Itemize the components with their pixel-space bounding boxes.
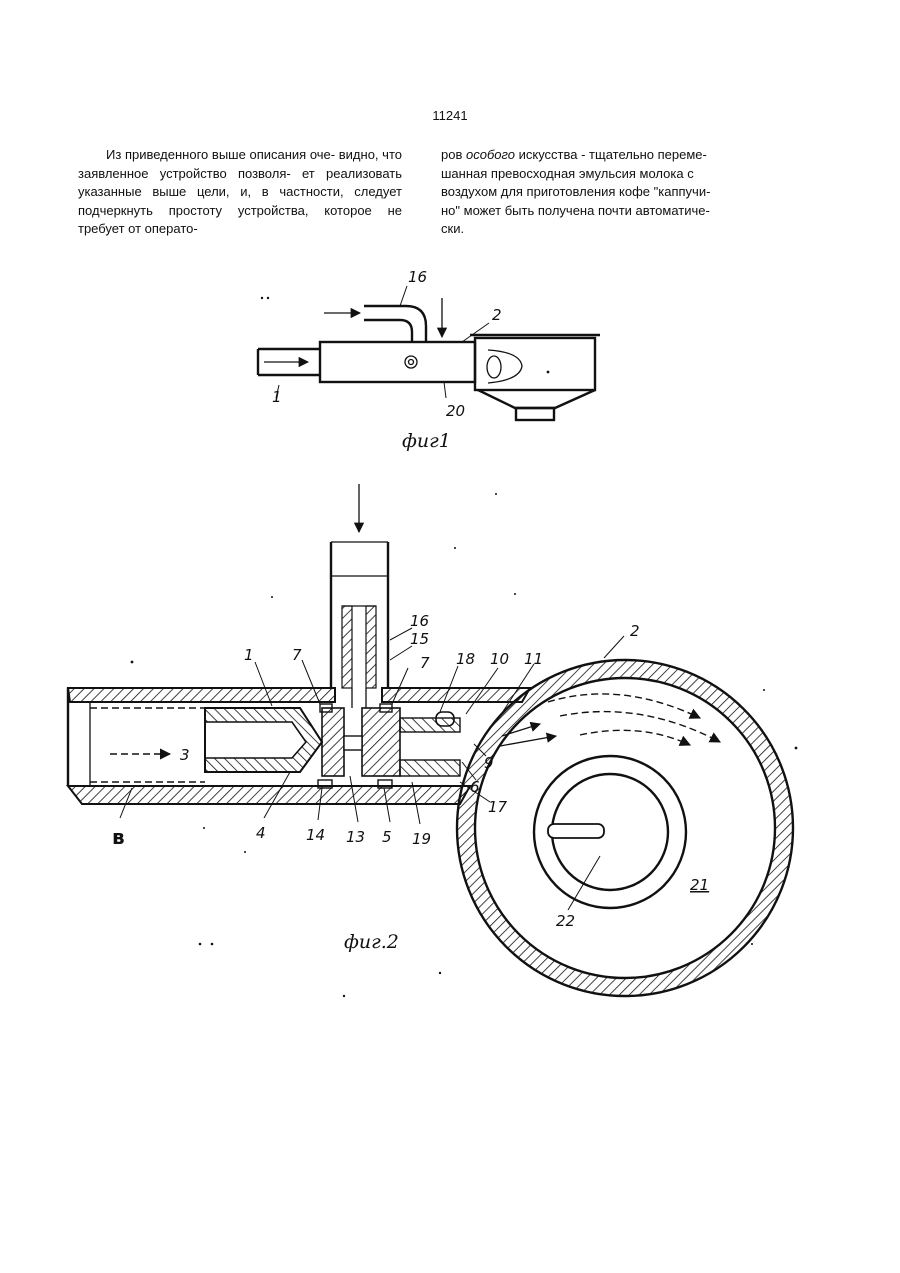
label-1: 1 [244,646,254,664]
inlet-tube [68,688,530,804]
label-v: в [112,825,125,849]
label-16: 16 [410,612,429,630]
main-tube [320,342,475,382]
label-3: 3 [180,746,190,764]
nozzle-body [205,704,460,788]
chamber-circle [457,660,793,996]
label-13: 13 [346,828,365,846]
label-20: 20 [446,402,465,420]
label-16: 16 [408,268,427,286]
figure-2: 1 7 16 15 7 18 10 11 2 3 4 14 13 5 19 17… [68,484,793,996]
label-2: 2 [492,306,502,324]
label-2: 2 [630,622,640,640]
label-11: 11 [524,650,543,668]
figure-1-caption: фиг1 [402,430,451,452]
steam-pipe [331,542,388,708]
label-7b: 7 [420,654,430,672]
label-1: 1 [272,388,282,406]
label-6: 6 [470,778,480,796]
label-22: 22 [556,912,575,930]
label-19: 19 [412,830,431,848]
figure-2-caption: фиг.2 [344,931,399,953]
label-21: 21 [690,876,709,894]
label-4: 4 [256,824,266,842]
label-7: 7 [292,646,302,664]
label-5: 5 [382,828,392,846]
mixing-chamber [470,335,600,420]
figure-1: 16 2 1 20 фиг1 [258,268,600,452]
air-tube [364,306,426,342]
label-10: 10 [490,650,509,668]
label-9: 9 [484,754,494,772]
label-14: 14 [306,826,325,844]
label-15: 15 [410,630,429,648]
label-18: 18 [456,650,475,668]
label-17: 17 [488,798,508,816]
